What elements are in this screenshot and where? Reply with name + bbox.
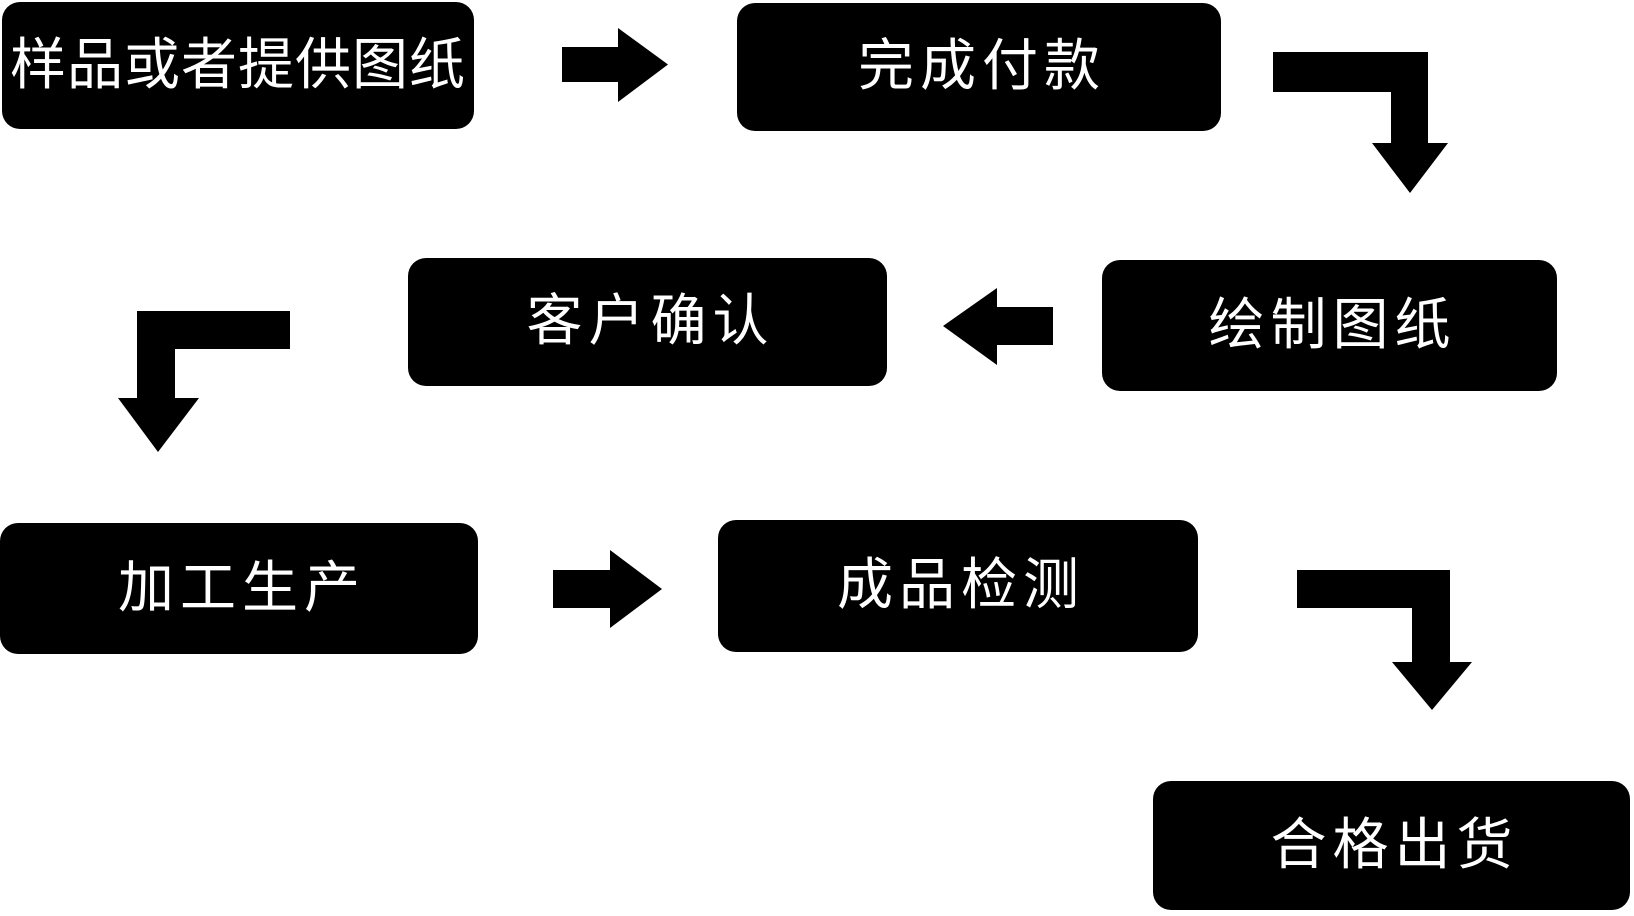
arrow-right-sample-to-payment-icon	[562, 28, 668, 102]
step-draw-drawings: 绘制图纸	[1102, 260, 1557, 391]
step-processing-production: 加工生产	[0, 523, 478, 654]
step-processing-production-label: 加工生产	[118, 555, 366, 621]
step-finished-product-inspection-label: 成品检测	[837, 553, 1085, 618]
step-complete-payment: 完成付款	[737, 3, 1221, 131]
step-qualified-shipment: 合格出货	[1153, 781, 1630, 910]
arrow-elbow-confirm-to-production-icon	[118, 311, 290, 452]
step-customer-confirmation-label: 客户确认	[526, 289, 775, 354]
step-complete-payment-label: 完成付款	[858, 34, 1106, 99]
step-qualified-shipment-label: 合格出货	[1270, 812, 1519, 878]
step-sample-or-drawings: 样品或者提供图纸	[2, 2, 474, 129]
arrow-elbow-payment-to-draw-icon	[1273, 52, 1448, 193]
step-draw-drawings-label: 绘制图纸	[1208, 292, 1457, 358]
arrow-elbow-inspection-to-shipment-icon	[1297, 570, 1472, 710]
step-finished-product-inspection: 成品检测	[718, 520, 1198, 652]
step-sample-or-drawings-label: 样品或者提供图纸	[10, 32, 466, 98]
arrow-right-production-to-inspection-icon	[553, 550, 662, 628]
arrow-left-draw-to-confirm-icon	[943, 288, 1053, 365]
step-customer-confirmation: 客户确认	[408, 258, 887, 386]
